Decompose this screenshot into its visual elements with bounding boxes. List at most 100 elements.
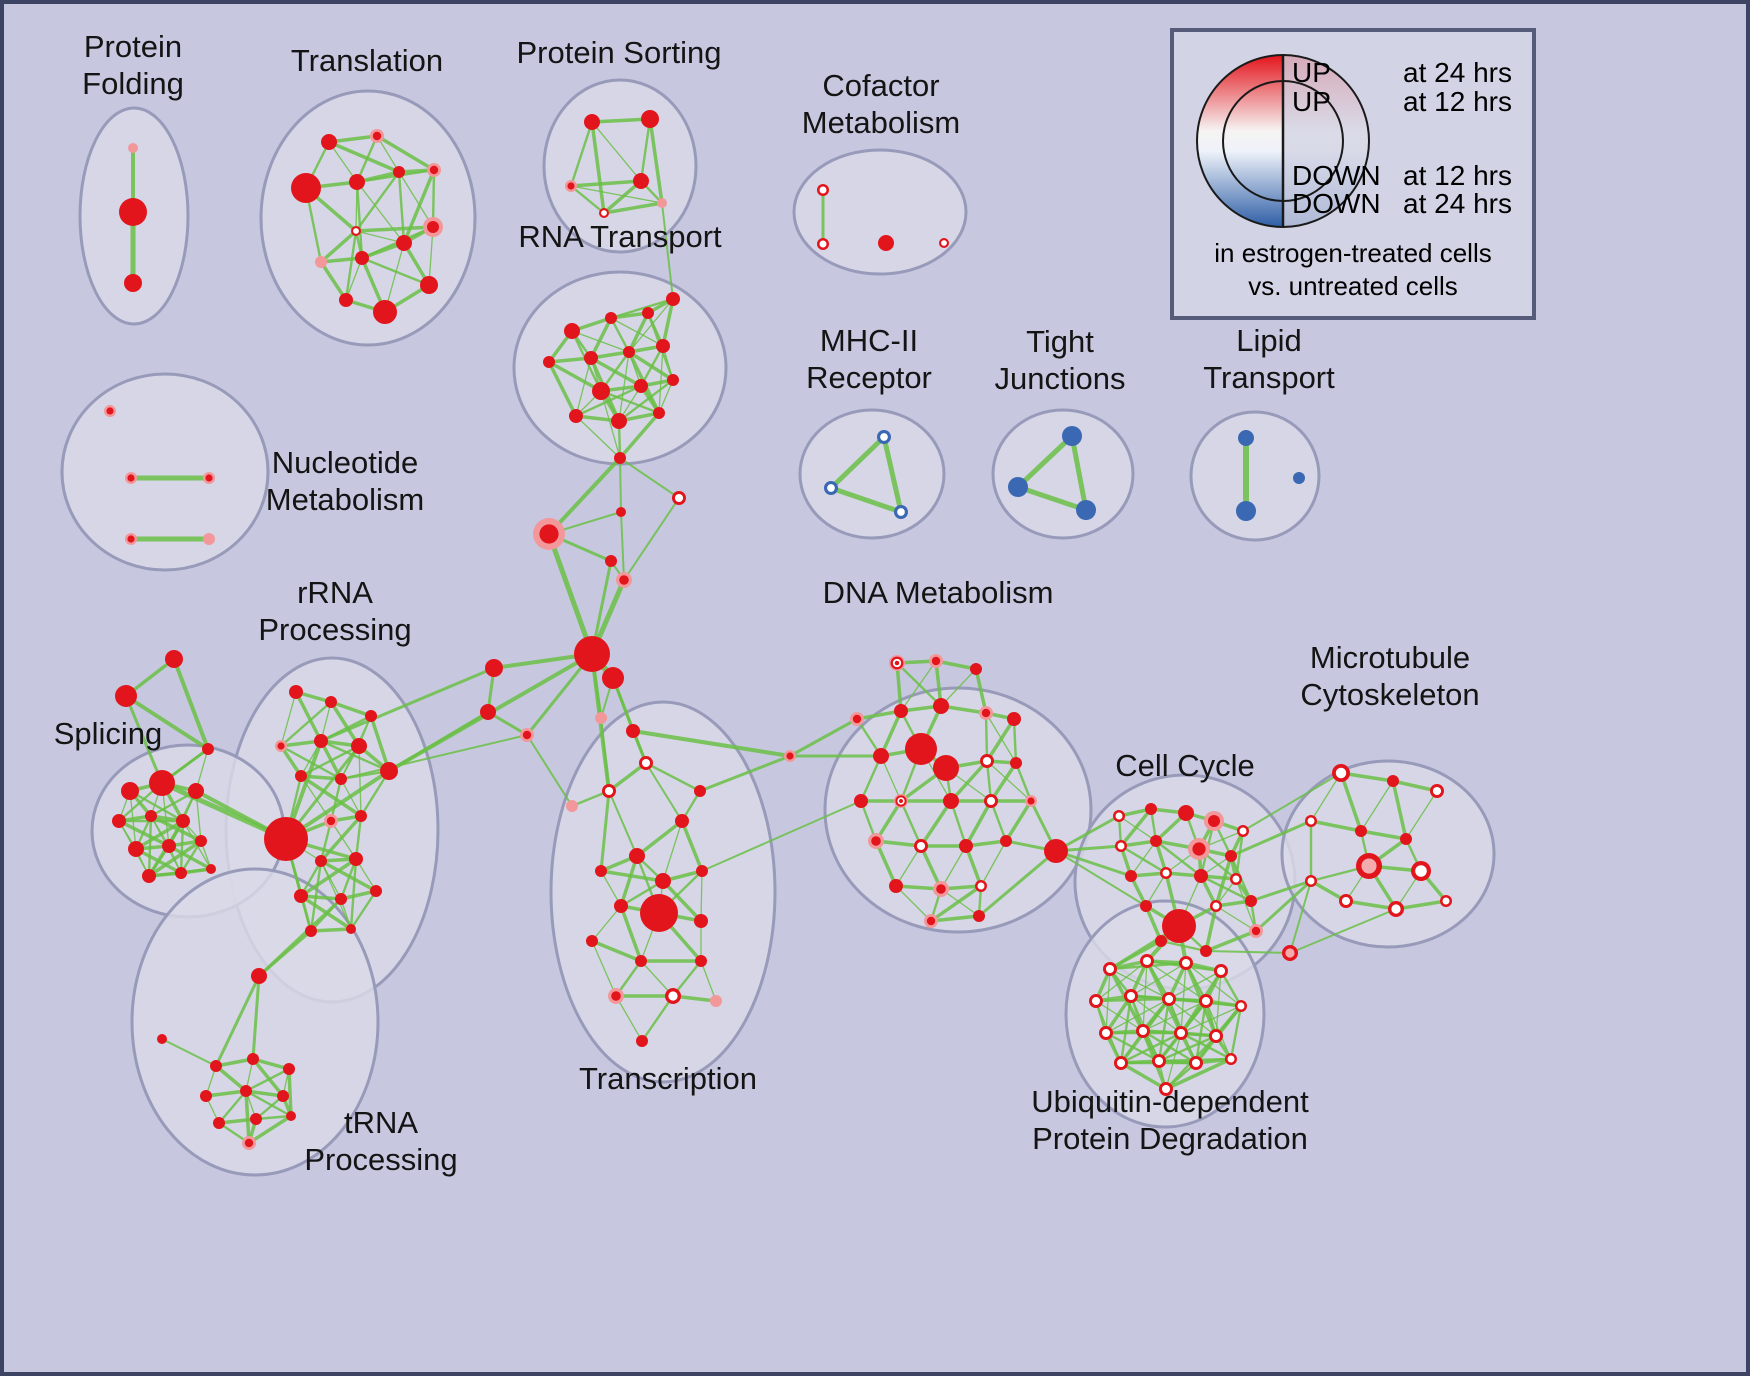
network-edge bbox=[1204, 929, 1258, 953]
network-edge bbox=[244, 1067, 291, 1093]
network-node bbox=[121, 782, 139, 800]
network-node bbox=[926, 916, 936, 926]
network-edge bbox=[648, 117, 664, 205]
network-node bbox=[595, 865, 607, 877]
cluster-label-rrna-processing: rRNA bbox=[297, 575, 373, 610]
network-node bbox=[943, 793, 959, 809]
network-edge bbox=[628, 298, 674, 353]
network-edge bbox=[299, 894, 353, 931]
legend-down-24-time: at 24 hrs bbox=[1403, 188, 1512, 219]
network-node bbox=[1245, 895, 1257, 907]
network-node bbox=[1307, 817, 1315, 825]
network-edge bbox=[1144, 904, 1163, 943]
network-node bbox=[1027, 797, 1035, 805]
cluster-ellipse-ubiquitin-degradation bbox=[1064, 899, 1266, 1129]
network-node bbox=[355, 810, 367, 822]
network-edge bbox=[701, 800, 862, 872]
cluster-label-nucleotide-metabolism: Nucleotide bbox=[272, 445, 418, 480]
network-node bbox=[346, 924, 356, 934]
network-node bbox=[601, 210, 607, 216]
network-node bbox=[115, 685, 137, 707]
network-edge bbox=[879, 709, 903, 758]
network-node bbox=[1062, 426, 1082, 446]
network-edge bbox=[964, 844, 983, 888]
network-edge bbox=[1004, 799, 1033, 843]
network-node bbox=[485, 659, 503, 677]
network-edge bbox=[354, 170, 401, 233]
network-edge bbox=[574, 384, 643, 418]
network-node bbox=[1194, 869, 1208, 883]
network-edge bbox=[300, 775, 332, 822]
network-node bbox=[175, 867, 187, 879]
network-edge bbox=[599, 389, 661, 415]
network-edge bbox=[1054, 849, 1133, 878]
network-node bbox=[203, 533, 215, 545]
network-edge bbox=[607, 761, 648, 793]
network-edge bbox=[147, 839, 203, 878]
legend-down-24-label: DOWN bbox=[1292, 188, 1381, 219]
network-node bbox=[986, 796, 996, 806]
network-edge bbox=[589, 316, 613, 360]
network-edge bbox=[354, 225, 435, 233]
network-node bbox=[353, 228, 359, 234]
network-edge bbox=[658, 345, 664, 414]
network-node bbox=[933, 698, 949, 714]
network-node bbox=[1341, 896, 1351, 906]
cluster-label-protein-folding: Protein bbox=[84, 29, 182, 64]
network-node bbox=[854, 794, 868, 808]
network-edge bbox=[1215, 905, 1257, 932]
network-node bbox=[642, 307, 654, 319]
network-edge bbox=[319, 260, 348, 302]
network-node bbox=[897, 508, 905, 516]
network-edge bbox=[349, 889, 378, 931]
network-node bbox=[277, 742, 285, 750]
network-edge bbox=[369, 714, 391, 773]
network-edge bbox=[600, 717, 610, 792]
network-node bbox=[614, 899, 628, 913]
network-edge bbox=[547, 360, 578, 418]
network-edge bbox=[1015, 433, 1075, 490]
network-node bbox=[195, 835, 207, 847]
network-edge bbox=[547, 360, 603, 393]
network-node bbox=[1000, 835, 1012, 847]
network-edge bbox=[639, 344, 665, 388]
network-node bbox=[1164, 994, 1174, 1004]
network-node bbox=[667, 374, 679, 386]
network-edge bbox=[919, 799, 953, 848]
network-edge bbox=[900, 660, 937, 712]
network-node bbox=[1140, 900, 1152, 912]
network-node bbox=[315, 256, 327, 268]
network-node bbox=[294, 889, 308, 903]
cluster-label-ubiquitin-degradation: Ubiquitin-dependent bbox=[1031, 1084, 1309, 1119]
network-node bbox=[674, 493, 684, 503]
network-edge bbox=[680, 819, 704, 873]
network-node bbox=[586, 935, 598, 947]
network-node bbox=[1154, 1056, 1164, 1066]
network-edge bbox=[1157, 997, 1171, 1063]
network-node bbox=[283, 1063, 295, 1075]
network-node bbox=[1117, 842, 1125, 850]
network-edge bbox=[299, 774, 343, 781]
network-edge bbox=[251, 1057, 291, 1071]
network-node bbox=[1178, 805, 1194, 821]
network-node bbox=[636, 1035, 648, 1047]
network-edge bbox=[214, 974, 261, 1068]
network-edge bbox=[244, 1089, 285, 1098]
network-node bbox=[1335, 767, 1347, 779]
network-edge bbox=[874, 839, 898, 888]
network-edge bbox=[984, 711, 989, 763]
legend-caption-line2: vs. untreated cells bbox=[1248, 271, 1458, 301]
network-node bbox=[314, 734, 328, 748]
network-edge bbox=[247, 1114, 293, 1145]
network-edge bbox=[128, 789, 185, 823]
network-node bbox=[145, 810, 157, 822]
network-node bbox=[1162, 869, 1170, 877]
network-node bbox=[1212, 902, 1220, 910]
network-node bbox=[567, 182, 575, 190]
network-edge bbox=[627, 311, 650, 354]
network-edge bbox=[1145, 872, 1167, 907]
network-edge bbox=[1391, 779, 1408, 841]
network-edge bbox=[575, 415, 621, 459]
network-edge bbox=[828, 485, 904, 515]
